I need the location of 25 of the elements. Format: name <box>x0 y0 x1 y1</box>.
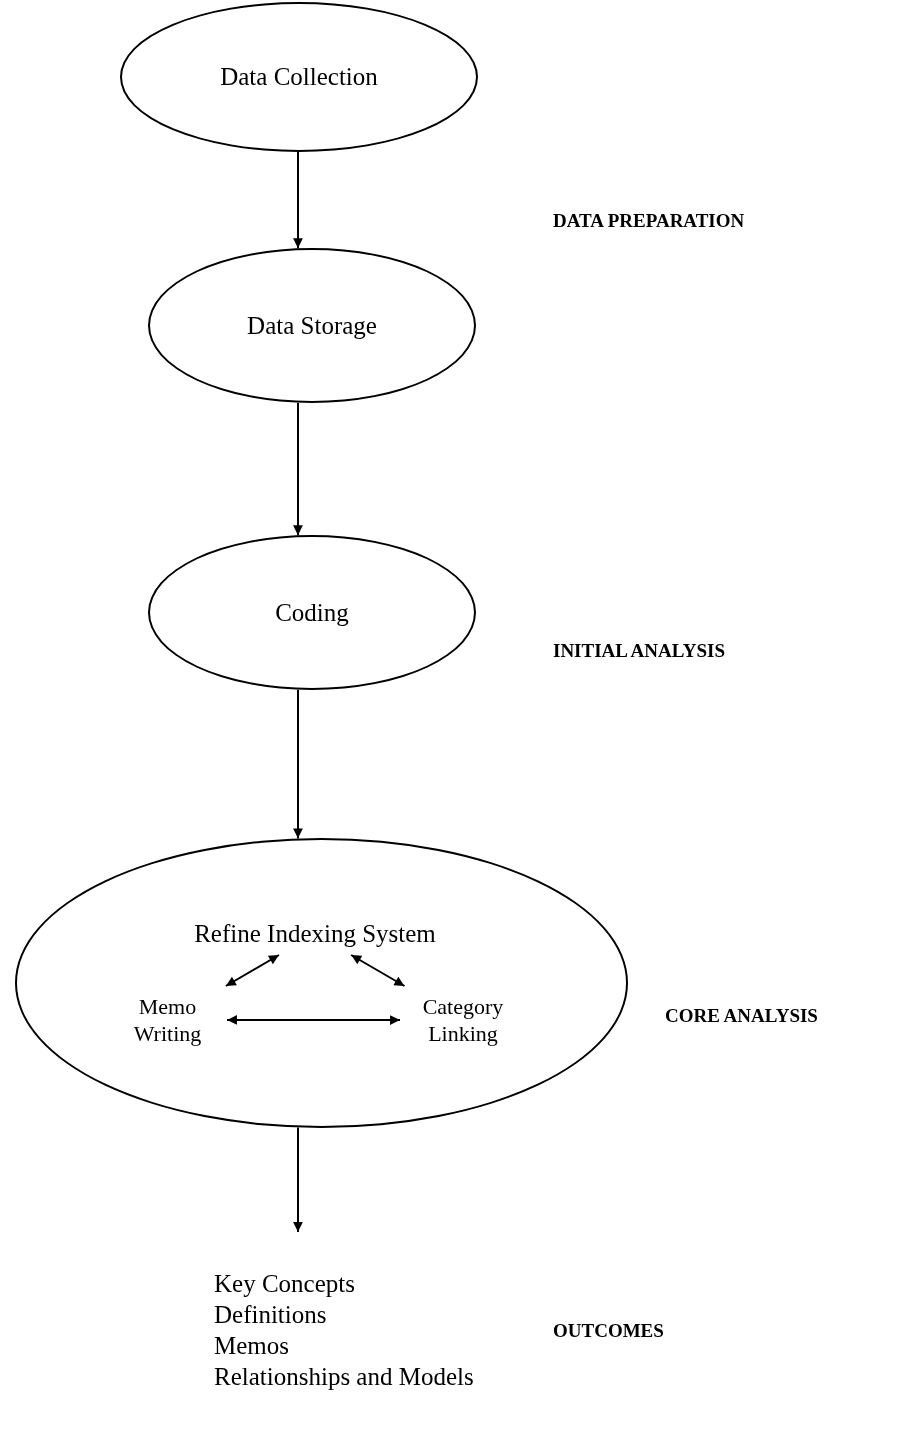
list-item: Memos <box>214 1331 289 1361</box>
node-label: Memo Writing <box>132 992 203 1048</box>
node-label: Refine Indexing System <box>194 919 436 950</box>
stage-label: CORE ANALYSIS <box>665 1005 818 1027</box>
node-label: Category Linking <box>421 992 505 1048</box>
arrow <box>293 151 303 250</box>
list-item: Definitions <box>214 1299 327 1330</box>
node-label: Data Storage <box>247 310 377 341</box>
arrow <box>224 954 280 987</box>
arrow <box>350 954 406 987</box>
list-item: Key Concepts <box>214 1268 355 1299</box>
arrow <box>293 1126 303 1233</box>
node-label: Coding <box>275 597 349 628</box>
arrow <box>226 1015 401 1025</box>
process-ellipse <box>120 2 478 152</box>
node-label: Data Collection <box>220 62 378 93</box>
group-ellipse <box>15 838 628 1128</box>
arrow <box>293 401 303 537</box>
stage-label: OUTCOMES <box>553 1320 664 1342</box>
process-ellipse <box>148 535 476 690</box>
arrow <box>293 688 303 840</box>
stage-label: DATA PREPARATION <box>553 210 745 232</box>
stage-label: INITIAL ANALYSIS <box>553 640 725 662</box>
list-item: Relationships and Models <box>214 1362 474 1393</box>
process-ellipse <box>148 248 476 403</box>
